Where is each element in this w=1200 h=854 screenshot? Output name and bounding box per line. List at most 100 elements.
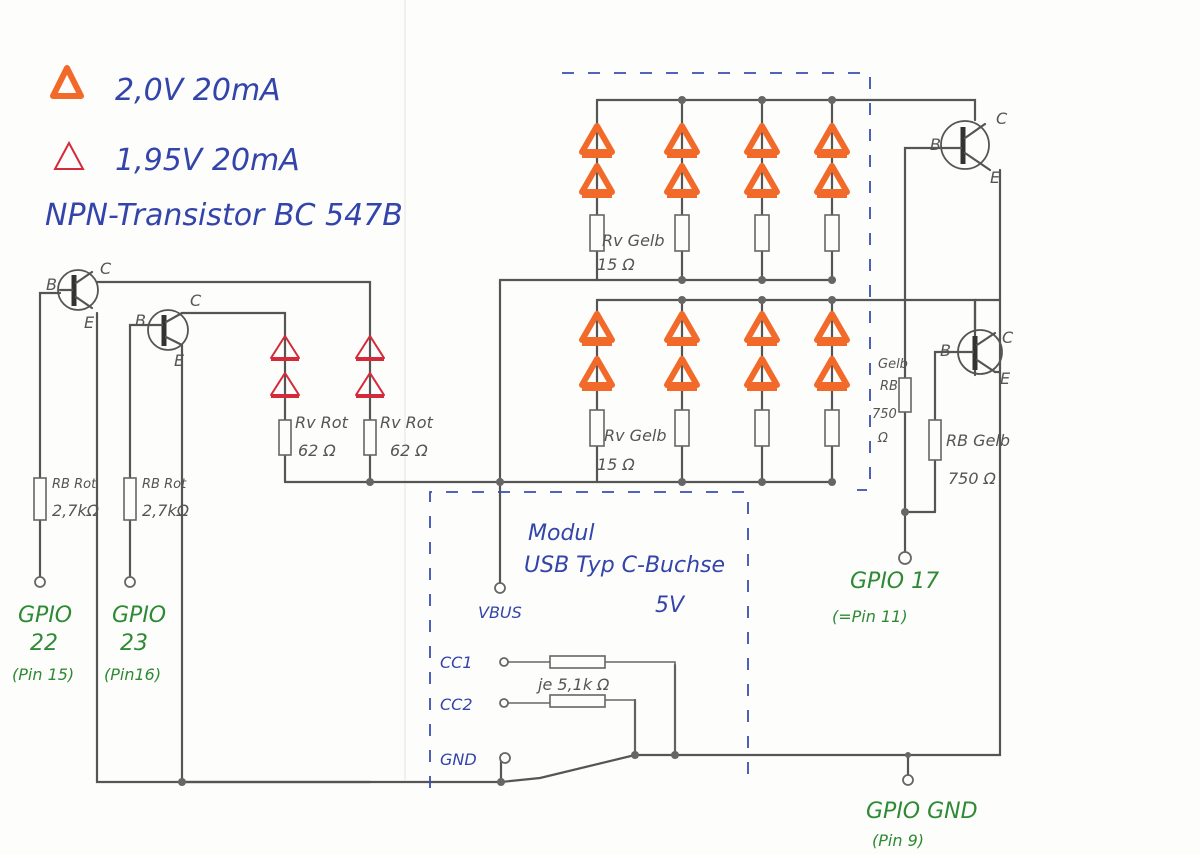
transistor-1 — [57, 269, 99, 311]
resistor-rv-gelb — [674, 409, 690, 447]
gpio-gnd-pin: (Pin 9) — [872, 831, 924, 850]
resistor-rb-rot-1 — [33, 477, 47, 521]
transistor-3 — [933, 120, 992, 172]
rv-rot-label-2: Rv Rot — [380, 413, 434, 432]
gpio23-terminal — [124, 576, 136, 588]
usb-module-subtitle: USB Typ C-Buchse — [524, 553, 725, 578]
gpio22-pin: (Pin 15) — [12, 665, 74, 684]
t3-emitter-label: E — [990, 168, 1001, 187]
t2-base-label: B — [135, 311, 146, 330]
lower-led-array — [579, 298, 850, 484]
transistor-2 — [146, 309, 189, 351]
rb-rot-value-2: 2,7kΩ — [142, 501, 190, 520]
cc-resistor-value: je 5,1k Ω — [536, 675, 610, 694]
gpio-labels: GPIO 22 (Pin 15) GPIO 23 (Pin16) GPIO 17… — [12, 569, 978, 850]
led-module-outline — [562, 72, 871, 491]
rv-gelb-label-upper: Rv Gelb — [602, 231, 665, 250]
t3-base-label: B — [930, 135, 941, 154]
gpio22-name: GPIO — [18, 603, 72, 628]
resistors — [33, 377, 942, 708]
t1-emitter-label: E — [84, 313, 95, 332]
gpio22-terminal — [34, 576, 46, 588]
wires — [38, 98, 1002, 784]
terminals — [34, 551, 914, 786]
usb-gnd-label: GND — [440, 750, 477, 769]
gpio17-name: GPIO 17 — [850, 569, 939, 594]
t4-base-label: B — [940, 341, 951, 360]
t3-collector-label: C — [996, 109, 1008, 128]
t4-emitter-label: E — [1000, 369, 1011, 388]
rb-gelb-side-value: 750 — [872, 407, 897, 422]
vbus-label: VBUS — [478, 603, 522, 622]
resistor-rv-gelb — [674, 214, 690, 252]
red-led-icon — [270, 335, 300, 359]
resistor-rb-gelb-1 — [898, 377, 912, 413]
rv-gelb-label-lower: Rv Gelb — [604, 426, 667, 445]
legend-transistor: NPN-Transistor BC 547B — [45, 198, 403, 233]
rb-rot-value-1: 2,7kΩ — [52, 501, 100, 520]
upper-led-array — [579, 98, 850, 282]
rb-gelb-label: RB Gelb — [946, 431, 1010, 450]
cc2-label: CC2 — [440, 695, 473, 714]
rv-gelb-value-lower: 15 Ω — [597, 455, 635, 474]
legend-red-spec: 1,95V 20mA — [115, 143, 300, 178]
rb-rot-label-2: RB Rot — [142, 477, 187, 492]
legend-orange-spec: 2,0V 20mA — [115, 73, 281, 108]
t2-collector-label: C — [190, 291, 202, 310]
legend-orange-led-icon — [50, 65, 84, 99]
resistor-cc2 — [549, 694, 606, 708]
transistor-4 — [948, 329, 1003, 375]
legend: 2,0V 20mA 1,95V 20mA NPN-Transistor BC 5… — [45, 65, 403, 233]
t2-emitter-label: E — [174, 351, 185, 370]
gpio-gnd-name: GPIO GND — [866, 799, 978, 824]
gpio22-number: 22 — [30, 631, 58, 656]
resistor-rb-rot-2 — [123, 477, 137, 521]
gpio23-number: 23 — [120, 631, 148, 656]
junction-dots — [178, 96, 911, 786]
red-led-string-1 — [270, 335, 300, 398]
rv-rot-value-1: 62 Ω — [298, 441, 336, 460]
gpio23-pin: (Pin16) — [104, 665, 161, 684]
resistor-rv-rot-2 — [363, 419, 377, 456]
resistor-rv-gelb — [754, 409, 770, 447]
rv-rot-label-1: Rv Rot — [295, 413, 349, 432]
resistor-cc1 — [549, 655, 606, 669]
rv-rot-value-2: 62 Ω — [390, 441, 428, 460]
vbus-terminal — [494, 582, 506, 594]
rb-rot-label-1: RB Rot — [52, 477, 97, 492]
red-led-icon — [355, 335, 385, 359]
gpio-gnd-terminal — [902, 774, 914, 786]
usb-voltage: 5V — [655, 593, 686, 618]
resistor-labels: Rv Gelb 15 Ω Rv Gelb 15 Ω Rv Rot 62 Ω Rv… — [52, 231, 1010, 694]
rb-gelb-side-label: Gelb — [878, 357, 908, 372]
resistor-rv-gelb — [824, 409, 840, 447]
cc1-label: CC1 — [440, 653, 473, 672]
red-led-icon — [270, 372, 300, 396]
cc2-terminal — [499, 698, 509, 708]
cc1-terminal — [499, 657, 509, 667]
resistor-rv-rot-1 — [278, 419, 292, 456]
resistor-rv-gelb — [589, 214, 605, 252]
t4-collector-label: C — [1002, 328, 1014, 347]
gpio17-pin: (=Pin 11) — [832, 607, 908, 626]
rb-gelb-value: 750 Ω — [948, 469, 997, 488]
t1-base-label: B — [46, 275, 57, 294]
resistor-rv-gelb — [589, 409, 605, 447]
gpio23-name: GPIO — [112, 603, 166, 628]
gpio17-terminal — [898, 551, 912, 565]
resistor-rv-gelb — [824, 214, 840, 252]
usb-module-outline — [429, 491, 749, 788]
gnd-terminal — [499, 752, 511, 764]
resistor-rv-gelb — [754, 214, 770, 252]
rv-gelb-value-upper: 15 Ω — [597, 255, 635, 274]
rb-side-label: RB — [880, 379, 898, 394]
pin-labels: B C E B C E B C E B C E — [46, 109, 1014, 388]
usb-labels: Modul USB Typ C-Buchse 5V VBUS CC1 CC2 G… — [440, 521, 725, 769]
t1-collector-label: C — [100, 259, 112, 278]
red-led-icon — [355, 372, 385, 396]
legend-red-led-icon — [53, 140, 85, 170]
usb-module-title: Modul — [528, 521, 594, 546]
resistor-rb-gelb-2 — [928, 419, 942, 461]
